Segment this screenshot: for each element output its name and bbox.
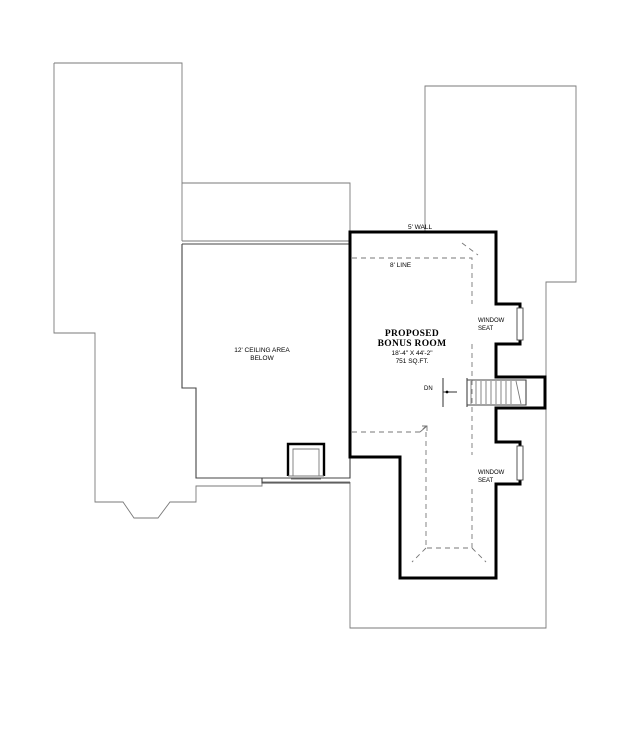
dashed-lower (352, 425, 487, 563)
room-dims: 18'-4" X 44'-2" (391, 350, 433, 357)
line-label: 8' LINE (390, 262, 412, 269)
wall-label: 5' WALL (408, 224, 433, 231)
roof-outline-right (349, 85, 577, 629)
room-area: 751 SQ.FT. (396, 358, 429, 365)
window-bottom-glass (516, 445, 524, 481)
stair-dn-label: DN (424, 386, 433, 392)
ceiling-label-2: BELOW (250, 355, 274, 362)
eight-foot-line (352, 242, 479, 455)
ceiling-area-outline (181, 243, 351, 484)
window-seat-top-1: WINDOW (478, 318, 505, 324)
room-title-2: BONUS ROOM (378, 339, 447, 349)
bonus-room-walls (348, 230, 547, 580)
roof-outline-inner (182, 240, 350, 483)
bay-niche-inner (288, 448, 324, 480)
arrow-head (419, 425, 428, 433)
stair (442, 378, 527, 407)
window-seat-bottom-2: SEAT (478, 478, 494, 484)
ceiling-label-1: 12' CEILING AREA (234, 347, 290, 354)
bay-niche (286, 442, 326, 476)
window-top-glass (516, 307, 524, 341)
window-seat-bottom-1: WINDOW (478, 470, 505, 476)
roof-outline-left (53, 62, 351, 519)
window-seat-top-2: SEAT (478, 326, 494, 332)
room-title-1: PROPOSED (385, 329, 439, 339)
